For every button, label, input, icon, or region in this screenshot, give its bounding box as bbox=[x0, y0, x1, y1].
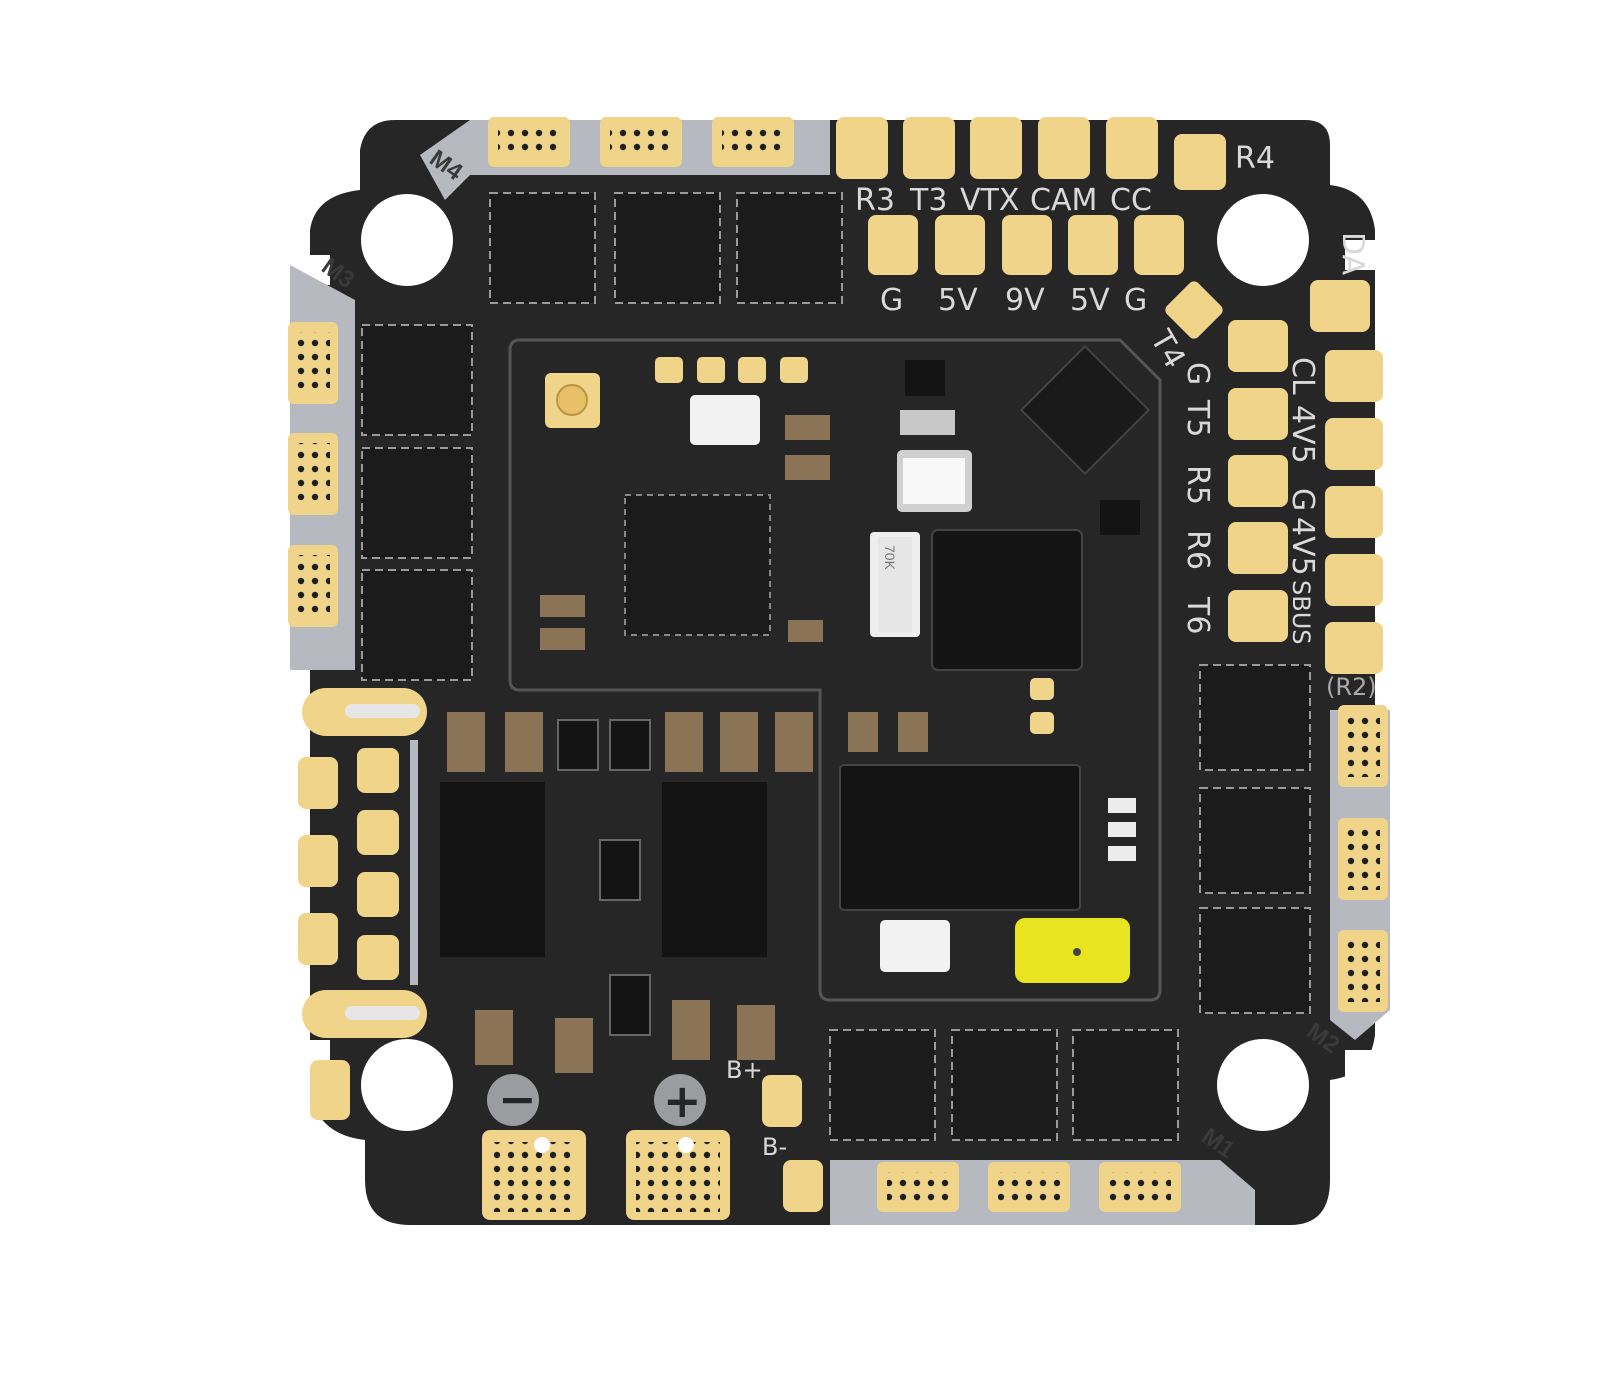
m4-pads bbox=[488, 117, 794, 167]
main-chips bbox=[440, 344, 1151, 1036]
m3-pads bbox=[288, 322, 338, 627]
label-cam: CAM bbox=[1030, 183, 1097, 218]
label-t5: T5 bbox=[1180, 399, 1215, 437]
motor-pads bbox=[288, 117, 1388, 1212]
label-g-outer: G bbox=[1285, 488, 1320, 511]
m2-pads bbox=[1338, 705, 1388, 1012]
resistor-marking: 70K bbox=[882, 545, 898, 571]
label-9v: 9V bbox=[1005, 283, 1045, 318]
label-g-top: G bbox=[880, 283, 903, 318]
label-g-right: G bbox=[1180, 362, 1215, 385]
label-r3: R3 bbox=[855, 183, 895, 218]
label-t6: T6 bbox=[1180, 596, 1215, 634]
label-vtx: VTX bbox=[960, 183, 1019, 218]
fc-section-outline bbox=[508, 338, 1162, 1002]
label-r2: (R2) bbox=[1326, 673, 1377, 701]
mounting-hole-tr bbox=[1217, 194, 1309, 286]
label-t3: T3 bbox=[909, 183, 947, 218]
mounting-hole-tl bbox=[361, 194, 453, 286]
negative-symbol: − bbox=[498, 1072, 537, 1126]
positive-terminal-icon bbox=[654, 1074, 706, 1126]
label-4v5-a: 4V5 bbox=[1285, 405, 1320, 464]
label-cc: CC bbox=[1110, 183, 1152, 218]
battery-pads bbox=[482, 1074, 823, 1220]
positive-symbol: + bbox=[663, 1074, 702, 1128]
label-b-plus: B+ bbox=[726, 1056, 763, 1084]
label-da: DA bbox=[1335, 232, 1370, 276]
label-r4: R4 bbox=[1235, 141, 1275, 176]
top-signal-pads bbox=[836, 117, 1226, 339]
m1-pads bbox=[877, 1162, 1181, 1212]
label-b-minus: B- bbox=[762, 1133, 787, 1161]
label-cl: CL bbox=[1285, 357, 1320, 395]
label-r5: R5 bbox=[1180, 465, 1215, 505]
label-sbus: SBUS bbox=[1287, 580, 1315, 645]
mounting-hole-bl bbox=[361, 1039, 453, 1131]
label-4v5-b: 4V5 bbox=[1285, 517, 1320, 576]
right-column-pads bbox=[1228, 280, 1383, 674]
passive-components bbox=[447, 357, 1136, 1073]
mounting-hole-br bbox=[1217, 1039, 1309, 1131]
esc-mosfets bbox=[361, 192, 1311, 1141]
label-5v-b: 5V bbox=[1070, 283, 1110, 318]
yellow-connector bbox=[1015, 918, 1130, 983]
label-5v-a: 5V bbox=[938, 283, 978, 318]
label-g-top-2: G bbox=[1124, 283, 1147, 318]
left-side-pads bbox=[298, 688, 427, 1120]
negative-terminal-icon bbox=[487, 1074, 539, 1126]
label-r6: R6 bbox=[1180, 530, 1215, 570]
